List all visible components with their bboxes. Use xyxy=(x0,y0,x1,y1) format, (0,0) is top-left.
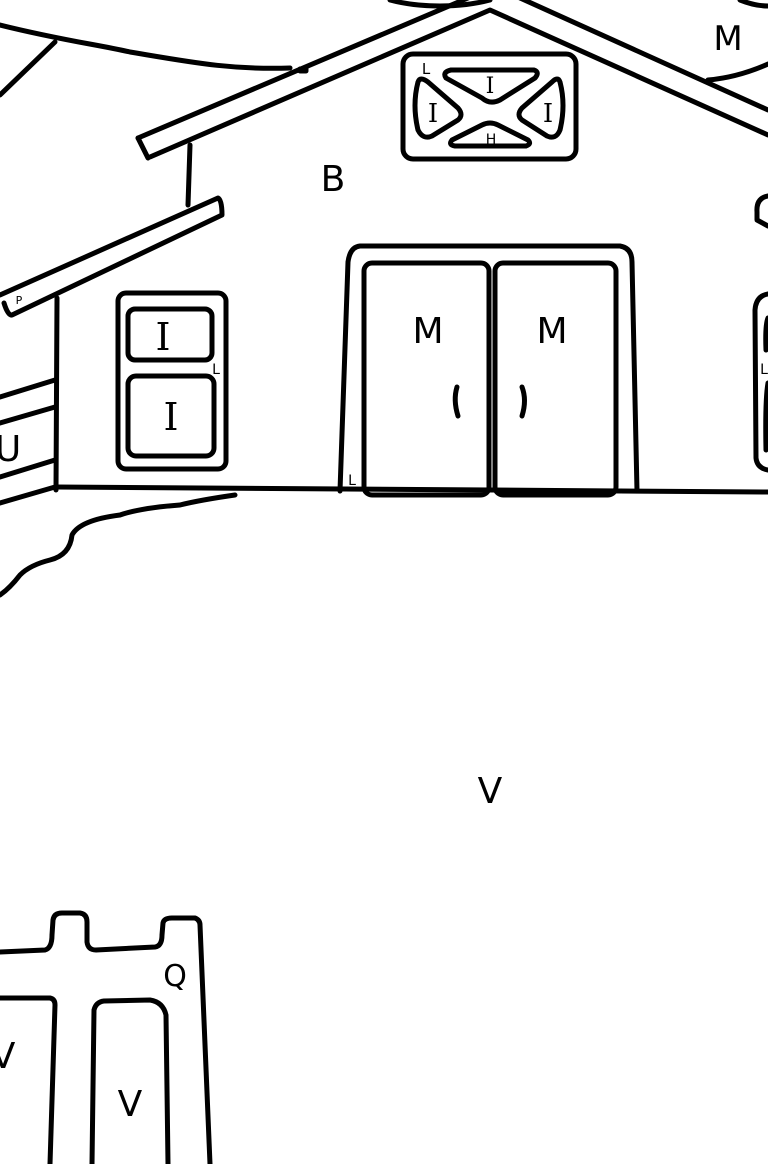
attic-glass-bottom xyxy=(448,120,533,149)
path-edge xyxy=(0,492,238,598)
window-frame xyxy=(115,290,229,472)
attic-glass-tri-top xyxy=(442,67,540,105)
shed-boards xyxy=(0,377,58,506)
label-attic-top: I xyxy=(486,74,495,99)
hill-slope xyxy=(0,39,58,98)
label-wall: B xyxy=(321,159,346,200)
cloud-right xyxy=(737,0,768,9)
label-eave: P xyxy=(16,294,23,307)
hill-left xyxy=(0,22,293,71)
eave-end xyxy=(135,135,151,161)
label-ground: V xyxy=(478,771,503,812)
label-window-bottom: I xyxy=(163,395,178,439)
label-door-left: M xyxy=(412,311,443,352)
door-left-handle[interactable] xyxy=(452,384,461,419)
fence-panel-left xyxy=(0,995,58,1164)
label-attic-bottom: H xyxy=(486,132,497,148)
roof-inner xyxy=(147,7,768,160)
door-right-handle[interactable] xyxy=(519,384,527,419)
label-side-window-frame: L xyxy=(760,362,768,378)
door-right xyxy=(492,260,619,498)
cloud-top xyxy=(387,0,493,9)
door-outer-frame xyxy=(337,243,640,494)
right-eave xyxy=(754,193,768,229)
fence-top xyxy=(0,910,213,1164)
window-pane-top xyxy=(125,306,215,363)
label-attic-right: I xyxy=(543,99,553,129)
label-attic-left: I xyxy=(428,99,438,129)
label-shed: U xyxy=(0,429,21,470)
upper-wall-left xyxy=(185,142,193,208)
window-pane-bottom xyxy=(125,373,217,459)
label-door-right: M xyxy=(536,311,567,352)
label-door-frame: L xyxy=(348,473,356,489)
label-attic-corner: L xyxy=(422,60,431,78)
attic-glass-left xyxy=(412,76,464,140)
attic-glass-right xyxy=(516,76,566,140)
label-fence-right: V xyxy=(118,1084,143,1125)
label-fence-top: Q xyxy=(163,959,187,994)
door-left xyxy=(361,260,492,498)
label-fence-left: V xyxy=(0,1036,16,1077)
lower-roof-board xyxy=(0,195,225,318)
ground-line xyxy=(53,484,768,495)
fence-panel-right xyxy=(89,997,171,1164)
side-window-frame xyxy=(752,291,768,473)
label-window-top: I xyxy=(155,315,170,359)
label-window-frame: L xyxy=(212,362,220,378)
hill-right xyxy=(705,61,768,83)
label-roof-right: M xyxy=(713,19,742,59)
attic-window-frame xyxy=(400,51,579,162)
